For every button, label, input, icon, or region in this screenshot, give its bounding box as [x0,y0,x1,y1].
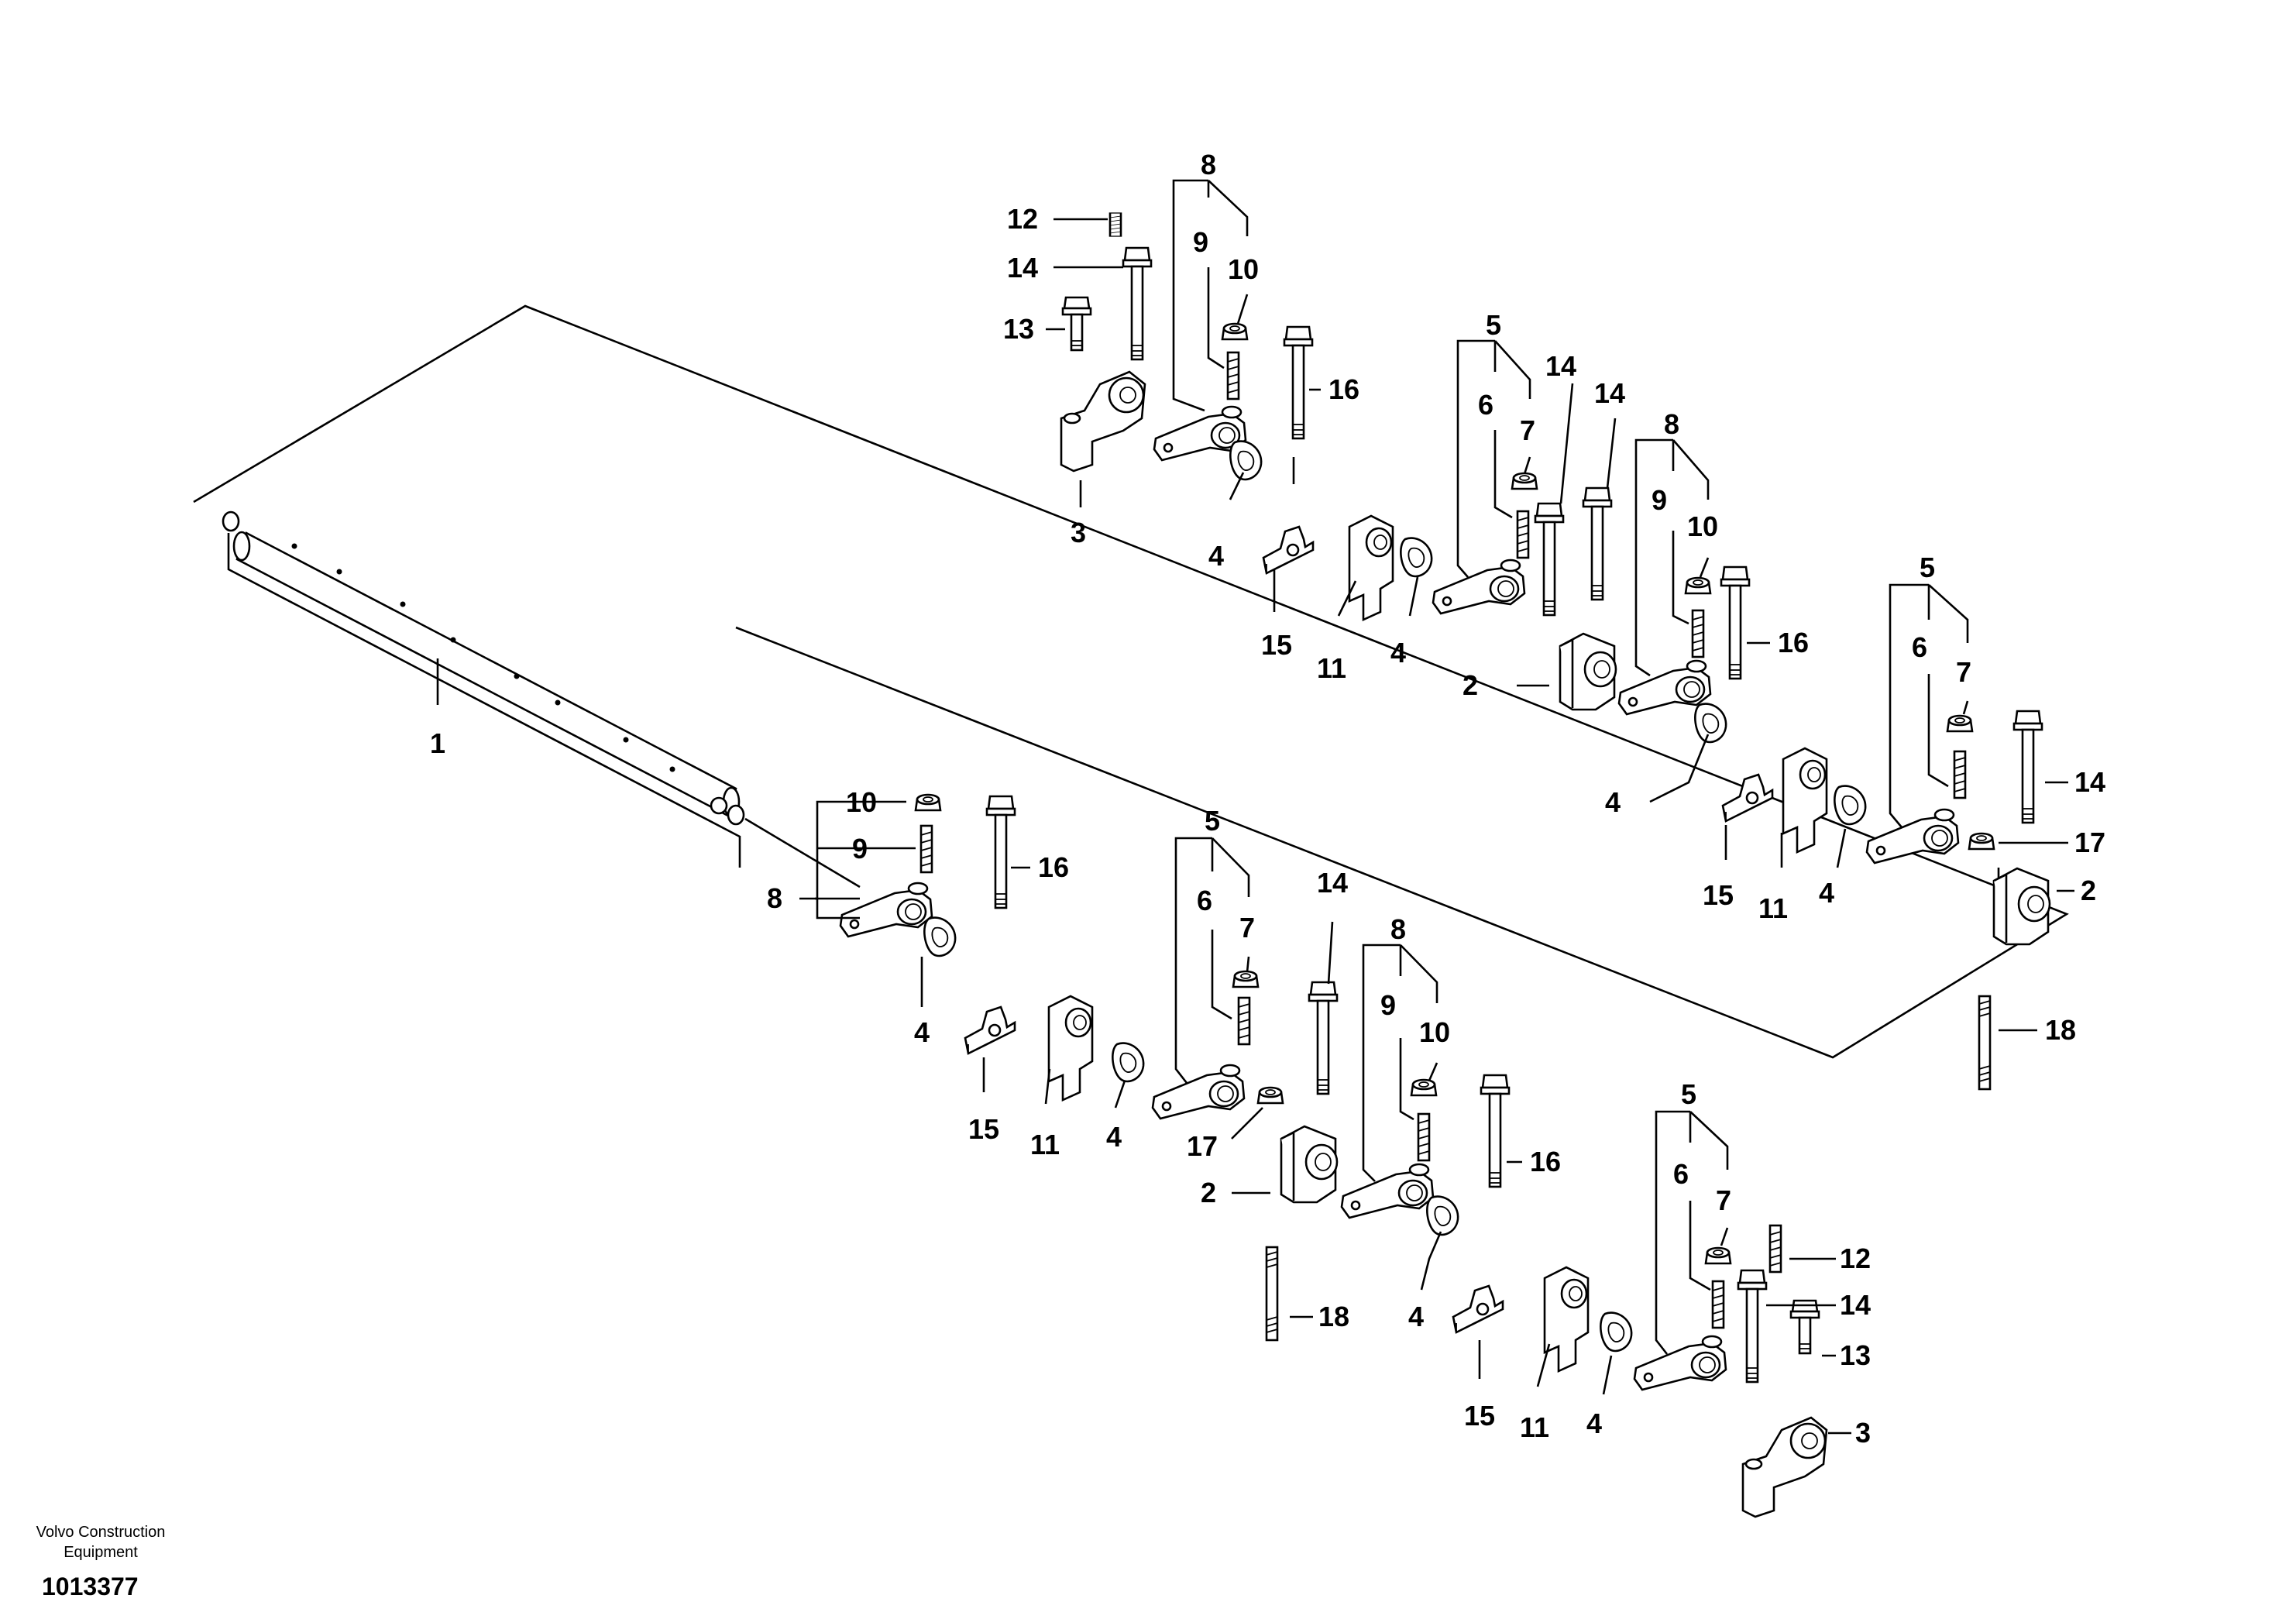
callout-14-lowmid: 14 [1317,867,1348,899]
callout-6-right: 6 [1912,631,1927,663]
callout-5-lowmid: 5 [1205,805,1220,837]
callout-13-bot: 13 [1840,1339,1871,1371]
callout-5-right: 5 [1920,552,1935,583]
callout-6-lowmid: 6 [1197,885,1212,916]
callout-4-low: 4 [914,1016,930,1048]
callout-2-lowmid: 2 [1201,1177,1216,1208]
callout-12-bot: 12 [1840,1243,1871,1274]
callout-15-mid: 15 [1703,879,1734,911]
callout-9-top: 9 [1193,226,1208,258]
callout-10-lowmid: 10 [1419,1016,1450,1048]
caption-line-1: Volvo Construction [36,1524,166,1541]
callout-4-top-b: 4 [1390,637,1406,669]
callout-10-low: 10 [846,786,877,818]
callout-11-lowmid: 11 [1520,1411,1549,1443]
callout-4-top: 4 [1208,540,1224,572]
callout-14-mid: 14 [1545,350,1576,382]
callout-14-top: 14 [1007,252,1038,284]
callout-6-bot: 6 [1673,1158,1689,1190]
assembly-outline [193,304,2069,1059]
document-number: 1013377 [42,1573,139,1600]
callout-1: 1 [430,727,445,759]
callout-17-right: 17 [2074,827,2105,858]
callout-14-bot: 14 [1840,1289,1871,1321]
callout-4-mid: 4 [1605,786,1621,818]
callout-9-mid: 9 [1652,484,1667,516]
callout-9-low: 9 [852,833,868,864]
callout-4-lowmid: 4 [1408,1301,1424,1332]
callout-10-mid: 10 [1687,510,1718,542]
caption-line-2: Equipment [64,1544,138,1561]
callout-15-top: 15 [1261,629,1292,661]
callout-16-mid: 16 [1778,627,1809,658]
callout-10-top: 10 [1228,253,1259,285]
callout-8-mid: 8 [1664,408,1679,440]
callout-16-top: 16 [1328,373,1359,405]
callout-11-low: 11 [1030,1129,1060,1160]
callout-4-mid-b: 4 [1819,877,1834,909]
callout-4-lowmid-b: 4 [1586,1408,1602,1439]
callout-9-lowmid: 9 [1380,989,1396,1021]
callout-18-right: 18 [2045,1014,2076,1046]
callout-17-lowmid: 17 [1187,1130,1218,1162]
callout-7-bot: 7 [1716,1184,1731,1216]
callout-2-mid: 2 [1462,669,1478,701]
callout-11-mid: 11 [1758,892,1788,924]
callout-15-low: 15 [968,1113,999,1145]
callout-2-right: 2 [2081,875,2096,906]
callout-14-mid-b: 14 [1594,377,1625,409]
callout-16-lowmid: 16 [1530,1146,1561,1177]
callout-7-mid: 7 [1520,414,1535,446]
callout-7-lowmid: 7 [1239,912,1255,944]
callout-7-right: 7 [1956,656,1971,688]
company-caption: Volvo Construction Equipment [15,1522,186,1562]
callout-11-top: 11 [1317,652,1346,684]
callout-6-mid: 6 [1478,389,1493,421]
callout-8-lowmid: 8 [1390,913,1406,945]
callout-5-mid: 5 [1486,309,1501,341]
callout-13-top: 13 [1003,313,1034,345]
callout-8-low: 8 [767,882,782,914]
callout-18-lowmid: 18 [1318,1301,1349,1332]
callout-8-top: 8 [1201,149,1216,180]
callout-16-low: 16 [1038,851,1069,883]
callout-3-bot: 3 [1855,1417,1871,1449]
callout-14-right: 14 [2074,766,2105,798]
callout-3-top: 3 [1071,517,1086,548]
callout-12-top: 12 [1007,203,1038,235]
callout-15-lowmid: 15 [1464,1400,1495,1432]
rocker-shaft [222,510,745,826]
callout-5-bot: 5 [1681,1078,1696,1110]
callout-4-low-b: 4 [1106,1121,1122,1153]
